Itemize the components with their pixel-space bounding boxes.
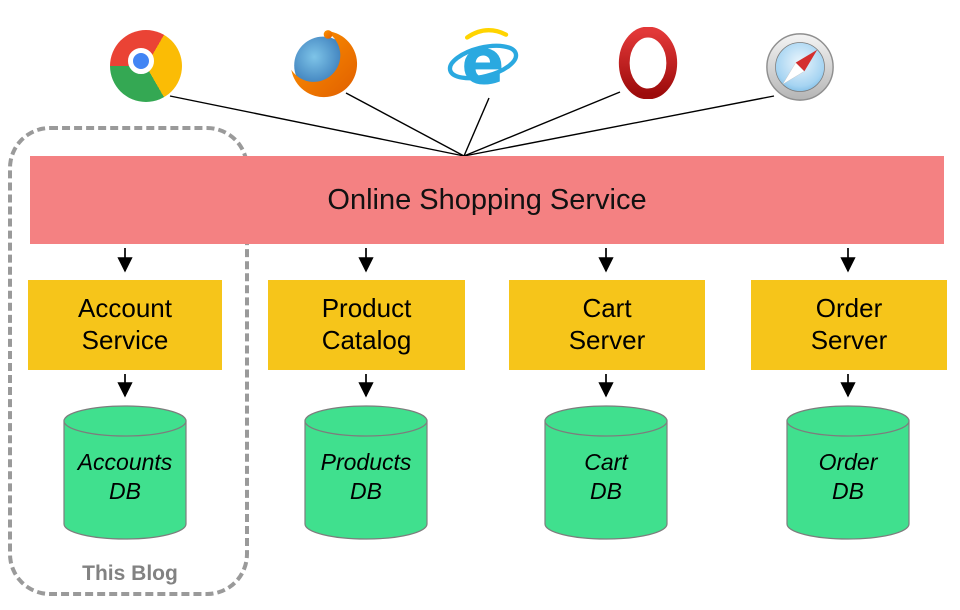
database-label-line: Accounts — [77, 449, 173, 475]
opera-icon — [612, 27, 684, 99]
internet-explorer-icon: e — [447, 26, 519, 98]
connection-line-ie — [463, 97, 490, 157]
online-shopping-service-bar: Online Shopping Service — [30, 156, 944, 244]
this-blog-label: This Blog — [82, 562, 178, 585]
database-label-line: Products — [320, 449, 412, 475]
service-box-order-server: Order Server — [751, 280, 947, 370]
chrome-hub-shape — [128, 48, 154, 74]
database-label-line: DB — [109, 477, 141, 504]
online-shopping-service-label: Online Shopping Service — [327, 183, 647, 216]
database-accounts: Accounts DB — [62, 404, 188, 542]
database-cart: Cart DB — [543, 404, 669, 542]
database-label-line: DB — [590, 477, 622, 504]
cylinder-shape — [544, 405, 668, 540]
service-label-line: Order — [815, 293, 883, 324]
cylinder-shape — [63, 405, 187, 540]
service-label-line: Cart — [582, 293, 632, 324]
service-label-line: Server — [568, 325, 646, 355]
cylinder-shape — [786, 405, 910, 540]
safari-icon — [764, 31, 836, 103]
service-box-cart-server: Cart Server — [509, 280, 705, 370]
database-order: Order DB — [785, 404, 911, 542]
firefox-icon — [287, 28, 359, 100]
database-products: Products DB — [303, 404, 429, 542]
service-box-product-catalog: Product Catalog — [268, 280, 465, 370]
service-label-line: Account — [78, 293, 172, 324]
service-label-line: Service — [81, 325, 169, 355]
database-label-line: Cart — [584, 449, 628, 475]
chrome-icon — [110, 30, 182, 102]
service-label-line: Catalog — [321, 325, 412, 355]
database-label-line: DB — [832, 477, 864, 504]
this-blog-highlight-region — [8, 126, 249, 596]
database-label-line: Order — [818, 449, 878, 475]
service-box-account: Account Service — [28, 280, 222, 370]
database-label-line: DB — [350, 477, 382, 504]
service-label-line: Product — [321, 293, 412, 324]
connection-line-opera — [463, 91, 621, 157]
cylinder-shape — [304, 405, 428, 540]
connection-line-safari — [463, 95, 775, 157]
connection-line-firefox — [345, 92, 465, 157]
service-label-line: Server — [810, 325, 888, 355]
